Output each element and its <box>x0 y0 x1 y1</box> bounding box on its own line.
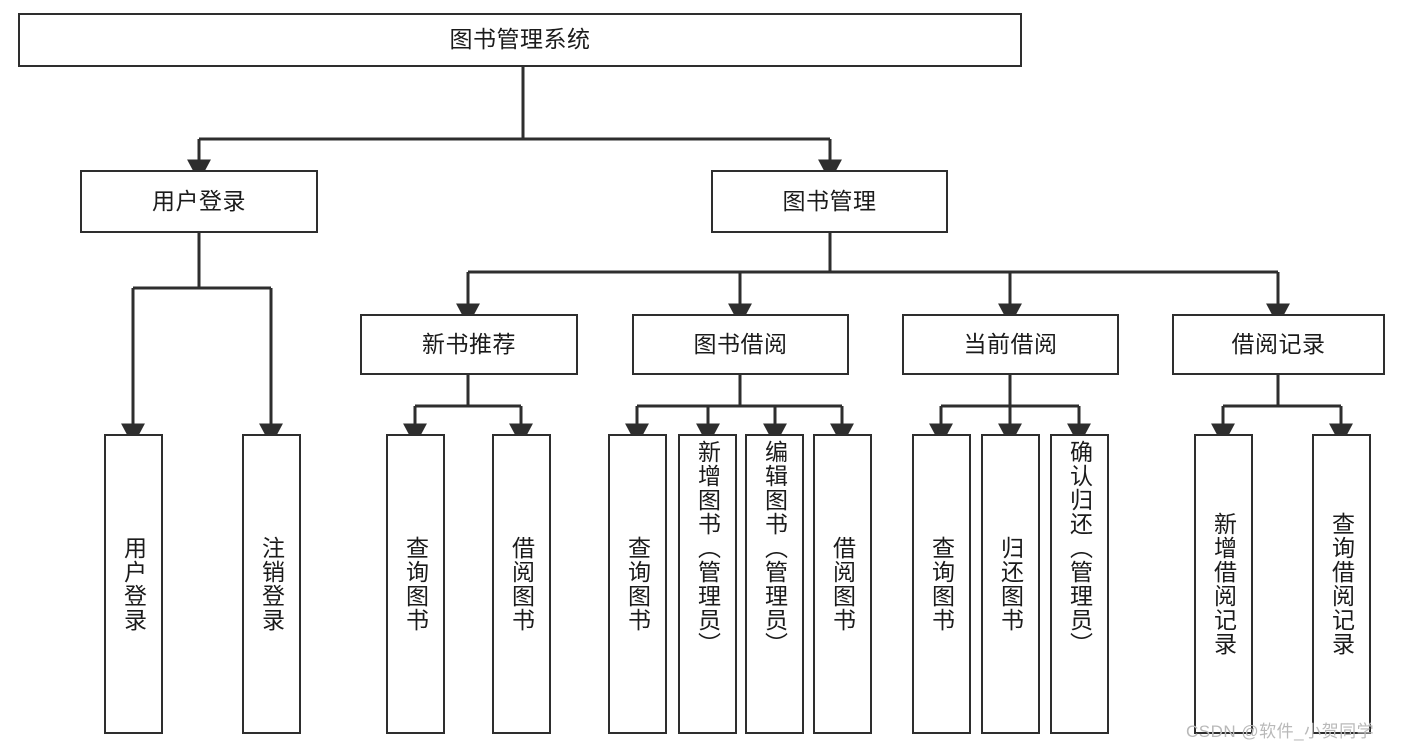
node-book-borrow-label: 图书借阅 <box>693 330 788 357</box>
leaf-user-login-label: 用户登录 <box>120 536 147 632</box>
leaf-current-query-book[interactable]: 查询图书 <box>912 434 971 734</box>
leaf-borrow-add-book[interactable]: 新增图书（管理员） <box>678 434 737 734</box>
leaf-record-query[interactable]: 查询借阅记录 <box>1312 434 1371 734</box>
leaf-user-login[interactable]: 用户登录 <box>104 434 163 734</box>
node-root-system-label: 图书管理系统 <box>449 26 591 53</box>
leaf-newbook-borrow-book-label: 借阅图书 <box>508 536 535 632</box>
node-borrow-record[interactable]: 借阅记录 <box>1172 314 1385 375</box>
node-current-borrow[interactable]: 当前借阅 <box>902 314 1119 375</box>
leaf-borrow-query-book-label: 查询图书 <box>624 536 651 632</box>
leaf-logout-label: 注销登录 <box>258 536 285 632</box>
node-book-management[interactable]: 图书管理 <box>711 170 948 233</box>
leaf-borrow-edit-book[interactable]: 编辑图书（管理员） <box>745 434 804 734</box>
leaf-logout[interactable]: 注销登录 <box>242 434 301 734</box>
node-book-borrow[interactable]: 图书借阅 <box>632 314 849 375</box>
leaf-borrow-borrow-book-label: 借阅图书 <box>829 536 856 632</box>
node-user-login-label: 用户登录 <box>152 187 246 214</box>
leaf-record-add[interactable]: 新增借阅记录 <box>1194 434 1253 734</box>
csdn-watermark: CSDN @软件_小贺同学 <box>1186 722 1375 741</box>
node-book-management-label: 图书管理 <box>782 187 877 214</box>
node-root-system[interactable]: 图书管理系统 <box>18 13 1022 67</box>
leaf-newbook-borrow-book[interactable]: 借阅图书 <box>492 434 551 734</box>
leaf-current-return-book[interactable]: 归还图书 <box>981 434 1040 734</box>
leaf-borrow-add-book-label: 新增图书（管理员） <box>694 440 721 656</box>
node-borrow-record-label: 借阅记录 <box>1231 330 1326 357</box>
leaf-borrow-edit-book-label: 编辑图书（管理员） <box>761 440 788 656</box>
leaf-borrow-borrow-book[interactable]: 借阅图书 <box>813 434 872 734</box>
leaf-newbook-query-book-label: 查询图书 <box>402 536 429 632</box>
leaf-current-query-book-label: 查询图书 <box>928 536 955 632</box>
node-new-book-recommend[interactable]: 新书推荐 <box>360 314 578 375</box>
leaf-borrow-query-book[interactable]: 查询图书 <box>608 434 667 734</box>
leaf-current-confirm-return-label: 确认归还（管理员） <box>1066 440 1093 656</box>
node-user-login[interactable]: 用户登录 <box>80 170 318 233</box>
leaf-current-confirm-return[interactable]: 确认归还（管理员） <box>1050 434 1109 734</box>
leaf-record-add-label: 新增借阅记录 <box>1210 512 1237 656</box>
node-current-borrow-label: 当前借阅 <box>963 330 1058 357</box>
leaf-current-return-book-label: 归还图书 <box>997 536 1024 632</box>
leaf-record-query-label: 查询借阅记录 <box>1328 512 1355 656</box>
node-new-book-recommend-label: 新书推荐 <box>422 330 516 357</box>
leaf-newbook-query-book[interactable]: 查询图书 <box>386 434 445 734</box>
